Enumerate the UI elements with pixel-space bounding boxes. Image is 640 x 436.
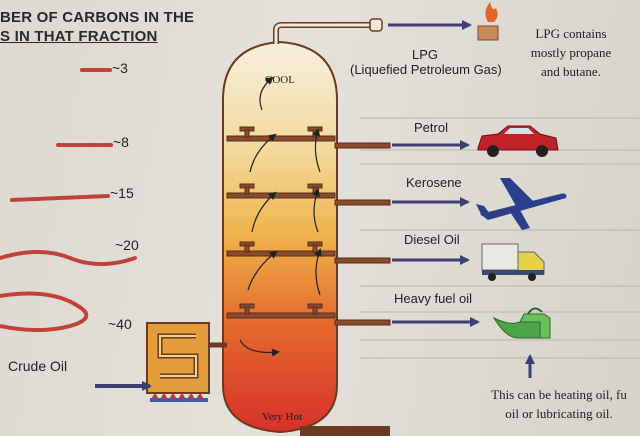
carbon-count-kerosene: ~15 [110, 185, 134, 201]
lpg-note: LPG contains mostly propane and butane. [508, 24, 634, 81]
lpg-note-line: and butane. [541, 64, 601, 79]
crude-oil-label: Crude Oil [8, 358, 68, 374]
fraction-carbons-heading: BER OF CARBONS IN THE S IN THAT FRACTION [0, 8, 194, 46]
car-icon [477, 125, 559, 157]
residue-outlet [300, 426, 390, 436]
gas-burner-icon [477, 2, 499, 41]
column-trays [226, 135, 336, 319]
carbon-chain-molecules [0, 68, 137, 332]
airplane-icon [476, 178, 567, 230]
truck-icon [481, 243, 545, 281]
heading-line-1: BER OF CARBONS IN THE [0, 9, 195, 26]
heading-line-2: S IN THAT FRACTION [0, 28, 158, 45]
vapour-flow-arrows [239, 76, 322, 357]
furnace [146, 322, 227, 402]
carbon-count-diesel: ~20 [115, 237, 139, 253]
product-lpg-label: LPG [412, 47, 439, 62]
carbon-count-petrol: ~8 [113, 134, 129, 150]
heavy-oil-note: This can be heating oil, fu oil or lubri… [478, 385, 640, 423]
top-vapour-pipe [273, 22, 372, 44]
heavy-note-line: This can be heating oil, fu [491, 387, 627, 402]
fractionating-column [222, 40, 338, 434]
product-lpg-fullname: (Liquefied Petroleum Gas) [350, 62, 502, 77]
lpg-note-line: mostly propane [530, 45, 612, 60]
product-diesel-label: Diesel Oil [404, 232, 460, 247]
oil-can-icon [492, 307, 551, 339]
column-top-label: COOL [265, 74, 295, 86]
product-heavy-label: Heavy fuel oil [394, 291, 473, 306]
lpg-note-line: LPG contains [535, 26, 607, 41]
product-outlet-pipes [334, 142, 391, 326]
product-petrol-label: Petrol [414, 120, 448, 135]
heavy-note-line: oil or lubricating oil. [505, 406, 613, 421]
product-kerosene-label: Kerosene [406, 175, 462, 190]
column-bottom-label: Very Hot [262, 411, 303, 423]
carbon-count-lpg: ~3 [112, 60, 128, 76]
carbon-count-heavy: ~40 [108, 316, 132, 332]
product-arrows [388, 20, 535, 378]
background-text-lines [360, 117, 640, 359]
